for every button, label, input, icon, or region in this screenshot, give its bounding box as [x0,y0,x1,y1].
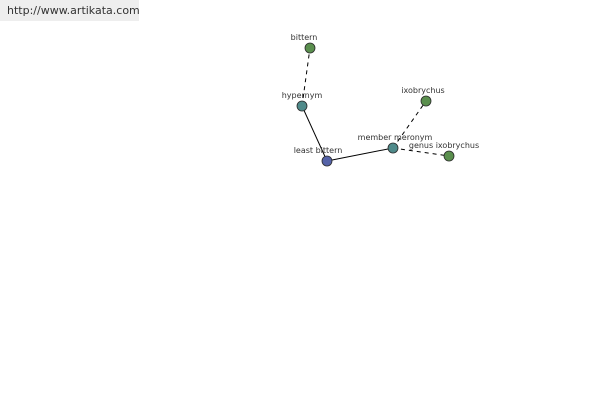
node-label-ixobrychus: ixobrychus [401,86,444,95]
node-member-meronym[interactable] [387,142,399,154]
node-bittern[interactable] [304,42,316,54]
graph-edges [301,47,450,162]
edge-least-bittern-to-member-meronym [326,147,394,162]
node-label-genus-ixobrychus: genus ixobrychus [409,141,479,150]
edge-member-meronym-to-genus-ixobrychus [392,147,450,157]
node-label-hypernym: hypernym [282,91,323,100]
edge-least-bittern-to-hypernym [301,105,328,162]
edge-hypernym-to-bittern [301,47,311,107]
node-ixobrychus[interactable] [420,95,432,107]
node-label-bittern: bittern [291,33,318,42]
node-label-member-meronym: member meronym [358,133,433,142]
node-label-least-bittern: least bittern [294,146,343,155]
site-url-link[interactable]: http://www.artikata.com [0,0,140,21]
edge-member-meronym-to-ixobrychus [392,100,427,149]
node-hypernym[interactable] [296,100,308,112]
node-genus-ixobrychus[interactable] [443,150,455,162]
node-least-bittern[interactable] [321,155,333,167]
graph-nodes [296,42,455,167]
graph-labels: least bittern hypernym bittern member meron… [282,33,479,155]
